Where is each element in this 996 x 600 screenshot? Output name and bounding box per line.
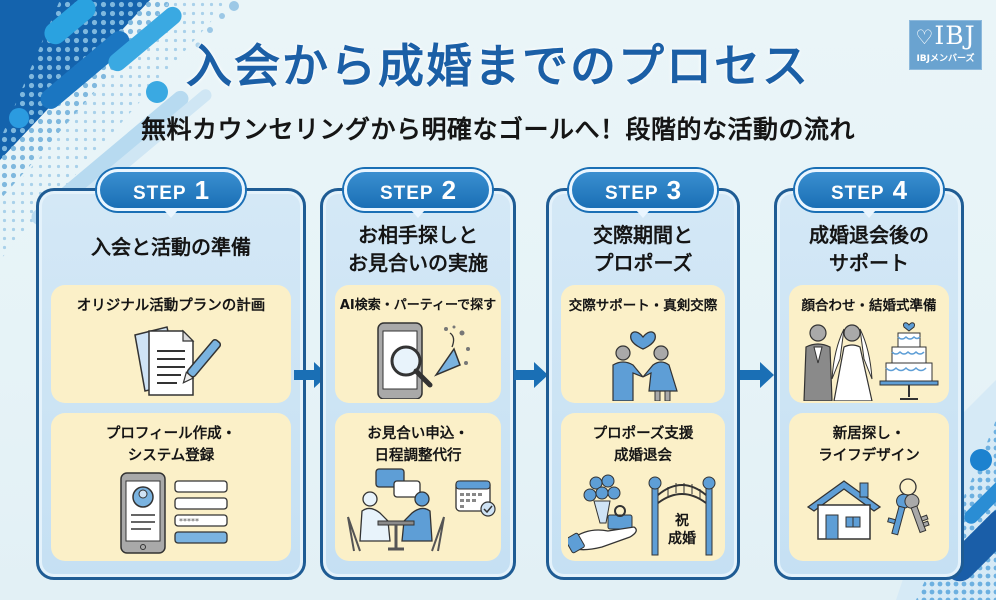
step-card-text: プロフィール作成・ システム登録	[105, 426, 237, 464]
step-panel-2: STEP 2 お相手探しと お見合いの実施 AI検索・パーティーで探す お見合い申…	[320, 169, 516, 580]
step-card: 顔合わせ・結婚式準備	[789, 285, 949, 403]
arch-text: 祝	[675, 512, 689, 529]
step-badge-2: STEP 2	[344, 169, 492, 211]
step-panel-4: STEP 4 成婚退会後の サポート 顔合わせ・結婚式準備 新居探し・ ライフデザ…	[774, 169, 964, 580]
step-card: AI検索・パーティーで探す	[335, 285, 501, 403]
svg-text:*****: *****	[179, 517, 199, 526]
arrow-right-icon	[740, 362, 774, 388]
step-card-text: AI検索・パーティーで探す	[339, 298, 497, 313]
phone-profile-form-icon: *****	[120, 472, 228, 554]
step-badge-label: STEP	[604, 183, 659, 204]
arch-text: 成婚	[668, 530, 696, 547]
ring-bouquet-arch-icon: 祝 成婚	[568, 474, 716, 556]
couple-heart-icon	[612, 331, 678, 401]
arrow-right-icon	[514, 362, 548, 388]
step-card-text: 顔合わせ・結婚式準備	[801, 298, 937, 314]
step-card-text: 新居探し・ ライフデザイン	[818, 426, 920, 464]
step-panel-3: STEP 3 交際期間と プロポーズ 交際サポート・真剣交際 プロポーズ支援 成婚…	[546, 169, 740, 580]
step-card-text: プロポーズ支援 成婚退会	[592, 426, 694, 464]
step-panel-1: STEP 1 入会と活動の準備 オリジナル活動プランの計画 プロフィール作成・ シ…	[36, 169, 306, 580]
step-number: 1	[194, 175, 210, 205]
logo-mark: IBJ	[934, 21, 976, 50]
step-number: 3	[666, 175, 682, 205]
step-card-text: 交際サポート・真剣交際	[568, 298, 718, 314]
page-title: 入会から成婚までのプロセス	[186, 39, 810, 93]
step-badge-3: STEP 3	[569, 169, 717, 211]
heart-icon: ♡	[915, 25, 935, 49]
page-subtitle: 無料カウンセリングから明確なゴールへ！段階的な活動の流れ	[140, 115, 855, 144]
phone-search-party-icon	[377, 322, 470, 399]
step-badge-label: STEP	[132, 183, 187, 204]
step-number: 2	[441, 175, 457, 205]
step-card: 新居探し・ ライフデザイン	[789, 413, 949, 561]
step-badge-4: STEP 4	[795, 169, 943, 211]
step-heading: 入会と活動の準備	[91, 235, 251, 259]
step-card: プロポーズ支援 成婚退会 祝 成婚	[561, 413, 725, 561]
logo-caption: IBJメンバーズ	[916, 54, 975, 64]
document-pen-icon	[134, 326, 221, 396]
step-card: お見合い申込・ 日程調整代行	[335, 413, 501, 561]
step-card-text: お見合い申込・ 日程調整代行	[367, 426, 469, 464]
step-card: オリジナル活動プランの計画	[51, 285, 291, 403]
step-badge-1: STEP 1	[97, 169, 245, 211]
step-heading: お相手探しと お見合いの実施	[348, 223, 488, 275]
step-badge-label: STEP	[830, 183, 885, 204]
arrow-right-icon	[294, 362, 328, 388]
step-number: 4	[892, 175, 908, 205]
step-card: 交際サポート・真剣交際	[561, 285, 725, 403]
house-keys-icon	[806, 478, 930, 540]
step-heading: 交際期間と プロポーズ	[593, 223, 693, 275]
step-card-text: オリジナル活動プランの計画	[76, 298, 266, 314]
step-badge-label: STEP	[379, 183, 434, 204]
ibj-logo: ♡IBJ IBJメンバーズ	[909, 20, 982, 70]
wedding-couple-cake-icon	[803, 322, 939, 401]
meeting-calendar-icon	[347, 468, 496, 552]
step-card: プロフィール作成・ システム登録 *****	[51, 413, 291, 561]
step-heading: 成婚退会後の サポート	[809, 223, 929, 275]
